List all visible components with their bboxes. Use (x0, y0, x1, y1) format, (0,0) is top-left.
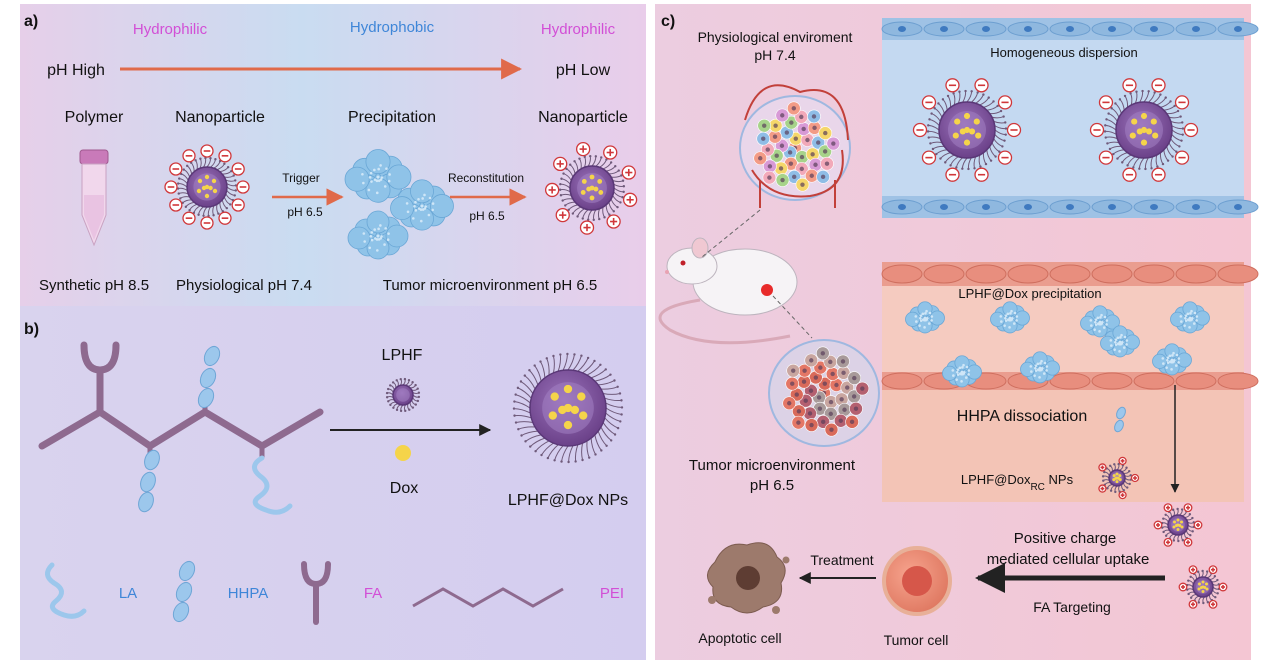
tumor-env-line1: Tumor microenvironment (689, 457, 856, 474)
legend-pei-icon (412, 587, 564, 608)
stage-precipitation: Precipitation (348, 109, 436, 126)
stage-polymer: Polymer (65, 109, 124, 126)
legend-hhpa-icon (172, 560, 196, 623)
lphf-label: LPHF (382, 347, 423, 364)
reconstituted-nanoparticle-icon (1098, 456, 1140, 500)
legend-fa-label: FA (364, 585, 382, 602)
apoptotic-cell-label: Apoptotic cell (698, 630, 781, 646)
lphf-particle-icon (385, 377, 421, 413)
tumor-cell-icon (882, 546, 952, 616)
dox-dot-icon (395, 445, 411, 461)
dispersed-nanoparticle-icon (1089, 78, 1199, 182)
fa-targeting-label: FA Targeting (1033, 599, 1111, 615)
caption-tumor: Tumor microenvironment pH 6.5 (383, 277, 598, 294)
reconstitution-label: Reconstitution (448, 171, 524, 185)
mouse-icon (658, 237, 798, 345)
reconstitution-ph: pH 6.5 (469, 209, 505, 223)
legend-la-label: LA (119, 585, 137, 602)
tumor-tissue-illustration-icon (739, 84, 851, 208)
np-rc-prefix: LPHF@Dox (961, 472, 1031, 487)
ph-low-label: pH Low (556, 62, 611, 79)
product-label: LPHF@Dox NPs (508, 492, 628, 509)
legend-hhpa-label: HHPA (228, 585, 269, 602)
test-tube-icon (79, 149, 109, 247)
trigger-ph: pH 6.5 (287, 205, 323, 219)
lphf-dox-nanoparticle-icon (512, 352, 624, 464)
tumor-cell-label: Tumor cell (884, 632, 949, 648)
np-rc-label: LPHF@DoxRC NPs (961, 472, 1074, 493)
precipitate-aggregate-icon (905, 301, 1210, 388)
dissociation-label: HHPA dissociation (957, 408, 1087, 425)
uptake-nanoparticle-icon (1178, 565, 1228, 609)
nanoparticle-positive-icon (544, 141, 638, 235)
ph-high-label: pH High (47, 62, 105, 79)
free-hhpa-icon (1114, 406, 1126, 433)
panel-b-label: b) (24, 321, 39, 338)
trigger-label: Trigger (282, 171, 320, 185)
stage-nanoparticle: Nanoparticle (175, 109, 265, 126)
polymer-structure-icon (38, 341, 324, 515)
caption-physiological: Physiological pH 7.4 (176, 277, 312, 294)
physio-env-line2: pH 7.4 (754, 47, 795, 63)
panel-c-label: c) (661, 13, 675, 30)
zoom-line-bottom (772, 295, 813, 339)
physio-env-line1: Physiological enviroment (698, 29, 853, 45)
phase-hydrophilic-right: Hydrophilic (541, 21, 616, 38)
blood-vessel-icon (881, 18, 1259, 218)
phase-hydrophobic: Hydrophobic (350, 19, 435, 36)
panel-a-background (20, 4, 646, 306)
nanoparticle-negative-icon (164, 144, 250, 230)
precipitation-label: LPHF@Dox precipitation (958, 286, 1101, 301)
precipitate-cluster-icon (344, 149, 454, 260)
uptake-line2: mediated cellular uptake (987, 551, 1150, 568)
np-rc-suffix: NPs (1045, 472, 1074, 487)
legend-fa-icon (301, 561, 331, 625)
tumor-tissue-panel (881, 262, 1259, 502)
phase-hydrophilic-left: Hydrophilic (133, 21, 208, 38)
stage-nanoparticle-2: Nanoparticle (538, 109, 628, 126)
uptake-line1: Positive charge (1014, 530, 1117, 547)
legend-pei-label: PEI (600, 585, 624, 602)
tumor-microenvironment-tissue-icon (768, 339, 880, 447)
apoptotic-cell-icon (707, 542, 790, 614)
dox-label: Dox (390, 480, 418, 497)
panel-a-label: a) (24, 13, 38, 30)
dispersed-nanoparticle-icon (912, 78, 1022, 182)
homogeneous-dispersion-label: Homogeneous dispersion (990, 45, 1137, 60)
caption-synthetic: Synthetic pH 8.5 (39, 277, 149, 294)
zoom-line-top (701, 209, 761, 258)
legend-la-icon (45, 562, 87, 619)
treatment-label: Treatment (810, 552, 873, 568)
tumor-env-line2: pH 6.5 (750, 477, 794, 494)
np-rc-subscript: RC (1030, 482, 1044, 493)
uptake-nanoparticle-icon (1153, 503, 1203, 547)
